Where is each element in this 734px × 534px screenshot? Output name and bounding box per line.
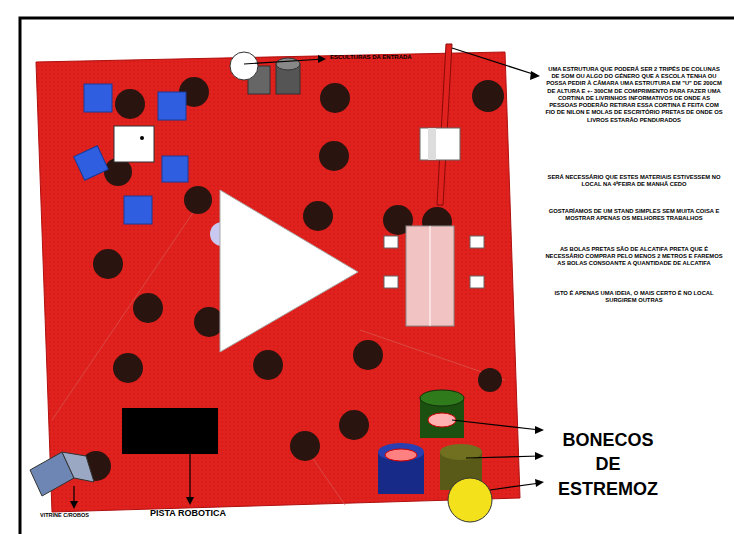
note-text: SERÁ NECESSÁRIO QUE ESTES MATERIAIS ESTI… <box>544 174 724 188</box>
note-text: UMA ESTRUTURA QUE PODERÁ SER 2 TRIPÉS DE… <box>544 66 724 124</box>
figures-label: BONECOS DE ESTREMOZ <box>548 428 668 501</box>
entrance-sculptures <box>230 52 326 94</box>
white-triangle <box>220 190 358 352</box>
blue-cubes <box>74 84 188 224</box>
note-text: GOSTARÍAMOS DE UM STAND SIMPLES SEM MUIT… <box>544 208 724 222</box>
note-text: ISTO É APENAS UMA IDEIA, O MAIS CERTO É … <box>544 290 724 304</box>
black-dots <box>81 77 504 481</box>
robot-showcase <box>30 452 94 509</box>
book-curtain-structure <box>420 44 540 205</box>
estremoz-figures <box>378 390 544 522</box>
robotic-track <box>122 408 218 454</box>
sculpture-label: ESCULTURAS DA ENTRADA <box>330 54 440 62</box>
track-label: PISTA ROBOTICA <box>150 508 260 519</box>
note-text: AS BOLAS PRETAS SÃO DE ALCATIFA PRETA QU… <box>544 246 724 268</box>
pink-table <box>384 226 484 326</box>
showcase-label: VITRINE C/ROBOS <box>40 512 120 519</box>
frame <box>20 18 734 534</box>
